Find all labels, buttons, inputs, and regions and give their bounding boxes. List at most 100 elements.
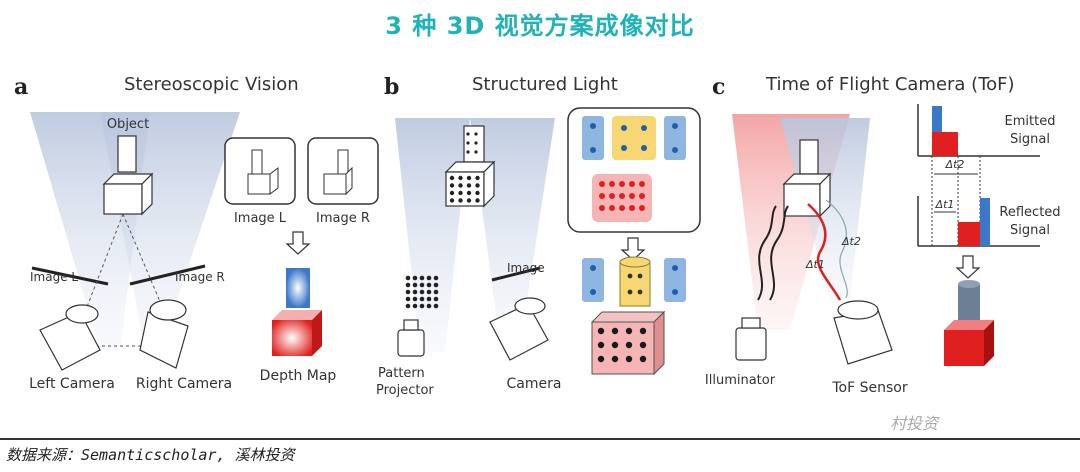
page-title: 3 种 3D 视觉方案成像对比	[385, 12, 695, 40]
pattern-dot	[637, 289, 643, 295]
pattern-dot	[619, 181, 625, 187]
right-camera-label: Right Camera	[136, 376, 232, 392]
pattern-dot	[641, 125, 647, 131]
pattern-dot	[629, 205, 635, 211]
pattern-dot	[426, 275, 432, 281]
emitted-signal-label-2: Signal	[1010, 132, 1050, 147]
pattern-dot	[412, 275, 418, 281]
emitted-signal-graph	[917, 104, 1040, 157]
pattern-dot	[621, 125, 627, 131]
projector-cone	[395, 118, 470, 352]
pattern-dot	[412, 289, 418, 295]
pattern-dot	[611, 341, 619, 349]
left-camera	[39, 304, 101, 371]
pattern-dot	[672, 265, 678, 271]
pattern-dot	[475, 183, 480, 188]
combined-pattern-dots	[590, 265, 678, 295]
pattern-box-dots	[590, 123, 678, 153]
pattern-dot	[627, 273, 633, 279]
pattern-dot	[419, 296, 425, 302]
depth-map-label: Depth Map	[260, 368, 337, 384]
pattern-dot	[458, 198, 463, 203]
pattern-dot	[619, 205, 625, 211]
pattern-dot	[590, 147, 596, 153]
pattern-dot	[475, 190, 480, 196]
image-l-box-label: Image L	[234, 211, 287, 226]
pattern-box-top-row	[582, 116, 686, 160]
pattern-dot	[458, 190, 463, 196]
image-r-box-label: Image R	[316, 211, 370, 226]
pattern-dot	[466, 132, 470, 136]
panel-b-letter: b	[384, 74, 400, 100]
pattern-dot	[419, 303, 425, 309]
pattern-dot	[405, 289, 411, 295]
pattern-dot	[449, 175, 455, 181]
pattern-dot	[639, 181, 645, 187]
pattern-dot	[405, 296, 411, 302]
illuminator-label: Illuminator	[705, 373, 776, 388]
right-camera	[139, 299, 189, 369]
pattern-projector	[397, 319, 425, 357]
image-l-box	[224, 137, 296, 205]
pattern-dot	[627, 289, 633, 295]
down-arrow-icon	[285, 231, 311, 255]
pattern-dot	[466, 175, 472, 181]
pattern-dot	[611, 355, 619, 363]
pattern-dot	[449, 183, 455, 188]
source-note: 数据来源：Semanticscholar, 溪林投资	[6, 446, 295, 464]
panel-a-title: Stereoscopic Vision	[124, 74, 299, 95]
camera-label: Camera	[507, 376, 562, 392]
combined-pattern	[582, 256, 686, 307]
emitted-signal-label-1: Emitted	[1005, 114, 1056, 129]
reflected-signal-label-1: Reflected	[999, 205, 1060, 220]
pattern-dot	[637, 273, 643, 279]
image-r-plane-label: Image R	[175, 270, 225, 284]
pattern-dot	[474, 150, 478, 154]
image-l-plane-label: Image L	[30, 270, 78, 284]
pattern-dot	[426, 303, 432, 309]
pattern-dot	[611, 327, 619, 335]
pattern-dot	[625, 355, 633, 363]
pattern-dot	[405, 282, 411, 288]
pattern-dot	[672, 147, 678, 153]
image-l-plane	[31, 266, 109, 286]
diagram-canvas: Object Image L Image R Left Camera Right…	[29, 104, 1061, 398]
reflected-signal-graph	[917, 196, 1040, 247]
panel-b: Image Pattern Projector Camera	[376, 107, 701, 398]
pattern-dot	[412, 296, 418, 302]
image-r-plane	[129, 264, 206, 286]
panel-b-title: Structured Light	[472, 74, 618, 95]
dt2-path-label: Δt2	[841, 235, 861, 248]
pattern-projector-label-1: Pattern	[378, 366, 425, 381]
pattern-dot	[433, 282, 439, 288]
pattern-dot	[599, 193, 605, 199]
pattern-dot	[609, 193, 615, 199]
dt2-top-label: Δt2	[945, 158, 965, 171]
pattern-dot	[590, 265, 596, 271]
panel-c-title: Time of Flight Camera (ToF)	[766, 74, 1015, 95]
pattern-dot	[639, 205, 645, 211]
pattern-dot	[433, 275, 439, 281]
pattern-dot	[433, 289, 439, 295]
pattern-dot	[449, 190, 455, 196]
pattern-dot	[599, 181, 605, 187]
pattern-dot	[419, 282, 425, 288]
pattern-dot	[639, 355, 647, 363]
pattern-dot	[419, 275, 425, 281]
pattern-dot	[458, 183, 463, 188]
panel-c: Δt2 Δt1 Illuminator ToF Sensor Emitted S…	[705, 104, 1061, 396]
pattern-dot	[433, 296, 439, 302]
tof-sensor-label: ToF Sensor	[831, 380, 907, 396]
pattern-dot	[475, 175, 480, 181]
pattern-dot	[672, 289, 678, 295]
pattern-dot	[629, 181, 635, 187]
pattern-dot	[621, 145, 627, 151]
dt1-path-label: Δt1	[805, 258, 825, 271]
pattern-dot	[672, 123, 678, 129]
footer-divider	[0, 438, 1080, 440]
reflected-path-dt2	[825, 199, 848, 299]
pattern-dot	[625, 327, 633, 335]
pattern-dot	[458, 175, 463, 181]
tof-sensor	[833, 300, 893, 365]
reflected-path-dt1	[807, 203, 842, 301]
